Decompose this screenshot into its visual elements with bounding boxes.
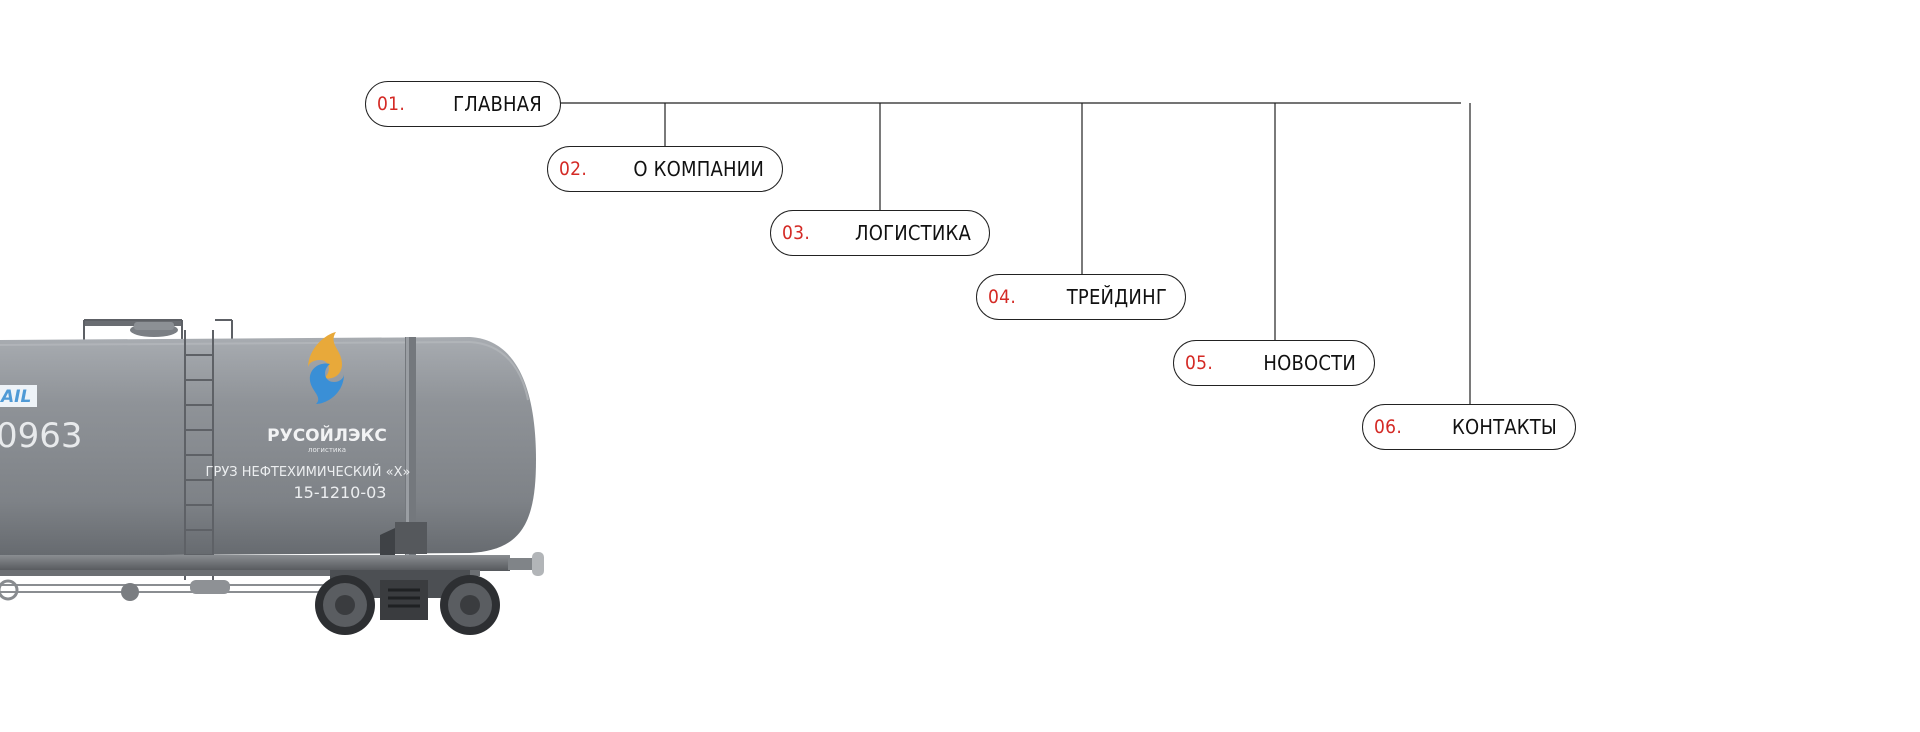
nav-item-home[interactable]: 01. ГЛАВНАЯ (365, 81, 561, 127)
nav-item-label: НОВОСТИ (1263, 351, 1356, 375)
nav-item-number: 03. (782, 222, 811, 244)
nav-item-number: 06. (1374, 416, 1403, 438)
nav-item-label: О КОМПАНИИ (633, 157, 764, 181)
nav-item-number: 01. (377, 93, 406, 115)
company-subtitle: логистика (308, 446, 346, 454)
railway-tank-car-illustration: AIL 0963 РУСОЙЛЭКС логистика ГРУЗ НЕФТЕХ… (0, 319, 544, 635)
nav-item-trading[interactable]: 04. ТРЕЙДИНГ (976, 274, 1186, 320)
cargo-code: 15-1210-03 (294, 483, 387, 502)
nav-item-news[interactable]: 05. НОВОСТИ (1173, 340, 1375, 386)
nav-item-label: ЛОГИСТИКА (854, 221, 971, 245)
tank-band (405, 337, 416, 555)
nav-item-label: ГЛАВНАЯ (453, 92, 542, 116)
nav-item-number: 02. (559, 158, 588, 180)
bogie (315, 570, 500, 635)
underframe (0, 555, 510, 571)
top-platform (83, 319, 233, 340)
coupler (508, 552, 544, 576)
nav-item-about[interactable]: 02. О КОМПАНИИ (547, 146, 783, 192)
company-name: РУСОЙЛЭКС (267, 424, 387, 446)
nav-item-label: ТРЕЙДИНГ (1066, 285, 1167, 309)
nav-item-label: КОНТАКТЫ (1452, 415, 1557, 439)
side-ladder (184, 330, 214, 580)
tank-body (0, 337, 536, 556)
nav-item-logistics[interactable]: 03. ЛОГИСТИКА (770, 210, 990, 256)
car-number: 0963 (0, 416, 83, 456)
company-logo-icon (308, 332, 344, 404)
nav-item-number: 05. (1185, 352, 1214, 374)
cargo-text: ГРУЗ НЕФТЕХИМИЧЕСКИЙ «Х» (206, 464, 411, 480)
tank-bracket (395, 522, 427, 554)
rail-badge (0, 385, 37, 407)
rail-badge-text: AIL (0, 387, 31, 407)
nav-item-number: 04. (988, 286, 1017, 308)
nav-item-contacts[interactable]: 06. КОНТАКТЫ (1362, 404, 1576, 450)
